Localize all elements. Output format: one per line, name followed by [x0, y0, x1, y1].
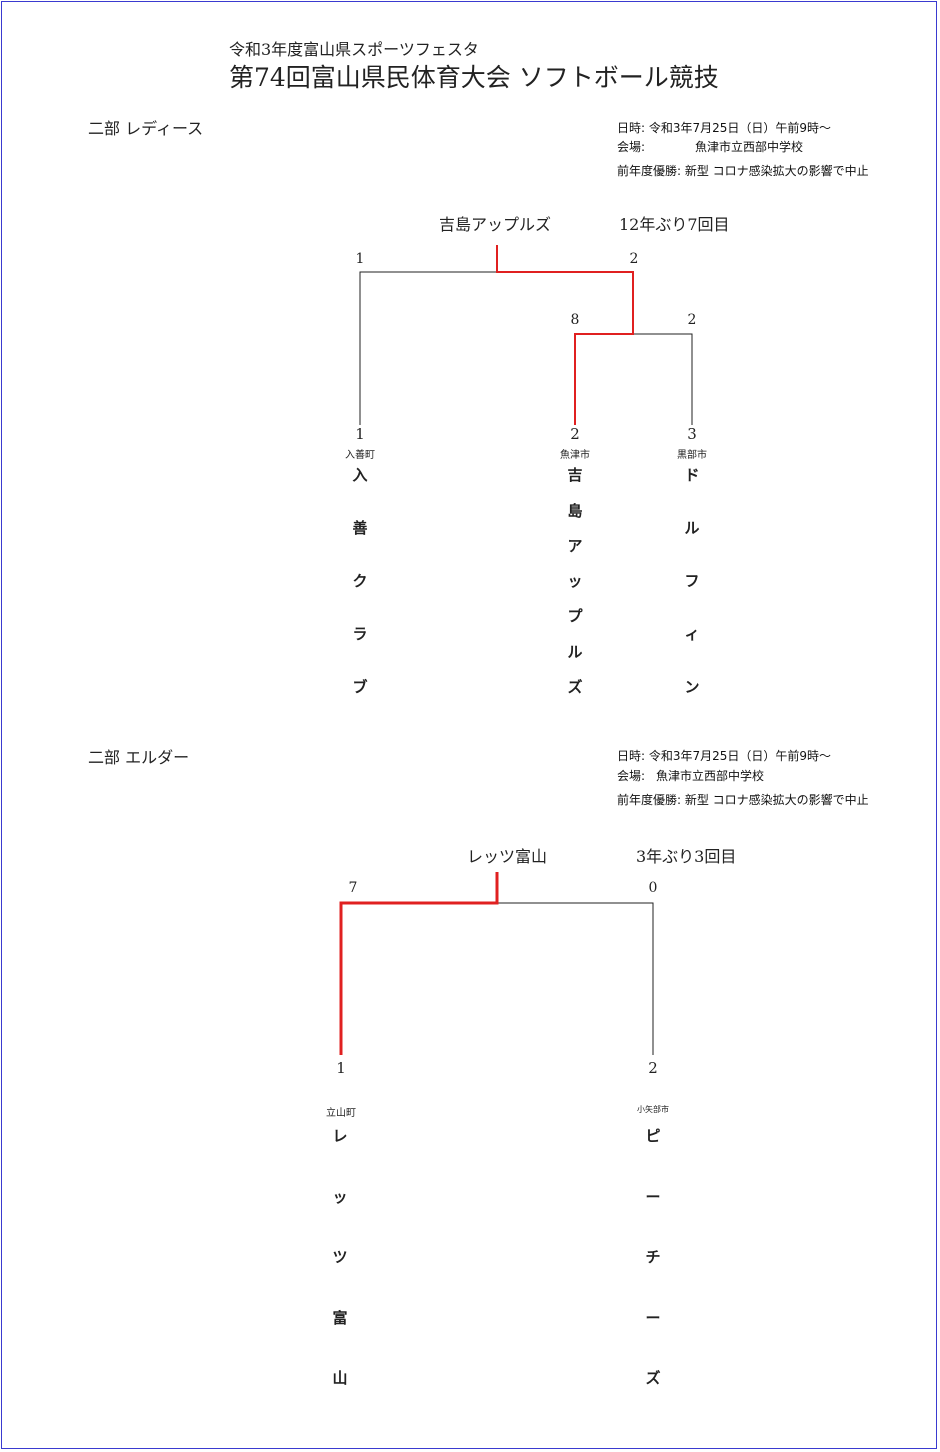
team-name-char: 善	[352, 519, 368, 537]
team-name-char: ズ	[567, 678, 583, 696]
team-name-char: ー	[645, 1309, 661, 1327]
ladies-previous-winner: 前年度優勝: 新型 コロナ感染拡大の影響で中止	[617, 164, 869, 178]
ladies-champion: 吉島アップルズ	[439, 215, 552, 234]
ladies-winner-line	[496, 245, 634, 425]
team-name-char: ブ	[352, 678, 368, 696]
ladies-final-score-right: 2	[629, 251, 639, 267]
elder-winner-line	[339, 872, 499, 1055]
ladies-town-2: 魚津市	[560, 450, 590, 461]
team-name-char: ル	[684, 519, 700, 537]
ladies-town-1: 入善町	[345, 450, 375, 461]
elder-champion-note: 3年ぶり3回目	[636, 847, 737, 866]
ladies-final-score-left: 1	[355, 251, 365, 267]
team-name-char: ド	[684, 466, 700, 484]
team-name-char: ク	[352, 572, 368, 590]
team-name-char: 吉	[567, 466, 583, 484]
ladies-champion-note: 12年ぶり7回目	[619, 215, 730, 234]
elder-seed-1: 1	[336, 1059, 346, 1077]
elder-seed-2: 2	[648, 1059, 658, 1077]
team-name-char: 山	[332, 1369, 348, 1387]
ladies-seed-1: 1	[355, 425, 365, 443]
team-name-char: 富	[332, 1309, 348, 1327]
ladies-town-3: 黒部市	[677, 450, 707, 461]
team-name-char: 入	[352, 466, 368, 484]
elder-line-team2	[497, 902, 654, 1055]
elder-final-score-right: 0	[648, 880, 658, 896]
elder-venue: 魚津市立西部中学校	[656, 769, 765, 783]
section-title-elder: 二部 エルダー	[88, 748, 190, 767]
team-name-char: ン	[684, 678, 700, 696]
elder-town-1: 立山町	[326, 1108, 356, 1119]
team-name-char: プ	[567, 607, 583, 625]
team-name-char: ラ	[352, 625, 368, 643]
ladies-semi-score-left: 8	[570, 312, 580, 328]
ladies-seed-2: 2	[570, 425, 580, 443]
section-title-ladies: 二部 レディース	[88, 119, 204, 138]
event-subtitle: 令和3年度富山県スポーツフェスタ	[229, 40, 479, 59]
ladies-bracket-lines	[359, 271, 693, 425]
team-name-char: チ	[645, 1248, 661, 1266]
team-name-char: ッ	[567, 572, 583, 590]
ladies-venue: 魚津市立西部中学校	[695, 140, 804, 154]
ladies-winner-path	[496, 245, 634, 425]
elder-previous-winner: 前年度優勝: 新型 コロナ感染拡大の影響で中止	[617, 793, 869, 807]
team-name-char: ピ	[645, 1127, 661, 1145]
ladies-date: 日時: 令和3年7月25日（日）午前9時～	[617, 121, 832, 135]
ladies-line-team1	[359, 271, 497, 425]
ladies-seed-3: 3	[687, 425, 697, 443]
elder-town-2: 小矢部市	[637, 1105, 669, 1114]
team-name-char: ッ	[332, 1188, 348, 1206]
team-name-char: レ	[332, 1127, 348, 1145]
ladies-semi-score-right: 2	[687, 312, 697, 328]
team-name-char: ー	[645, 1188, 661, 1206]
elder-date: 日時: 令和3年7月25日（日）午前9時～	[617, 749, 832, 763]
team-name-char: 島	[567, 502, 583, 520]
elder-winner-path	[339, 872, 499, 1055]
elder-champion: レッツ富山	[467, 847, 548, 866]
ladies-venue-label: 会場:	[617, 140, 646, 154]
team-name-char: ツ	[332, 1248, 348, 1266]
elder-venue-label: 会場:	[617, 769, 646, 783]
team-name-char: ア	[567, 537, 583, 555]
team-name-char: ル	[567, 643, 583, 661]
ladies-line-team3	[633, 333, 693, 425]
team-name-char: ズ	[645, 1369, 661, 1387]
team-name-char: ィ	[684, 625, 700, 643]
team-name-char: フ	[684, 572, 700, 590]
elder-bracket-lines	[497, 902, 654, 1055]
elder-final-score-left: 7	[348, 880, 358, 896]
event-title: 第74回富山県民体育大会 ソフトボール競技	[229, 63, 719, 92]
